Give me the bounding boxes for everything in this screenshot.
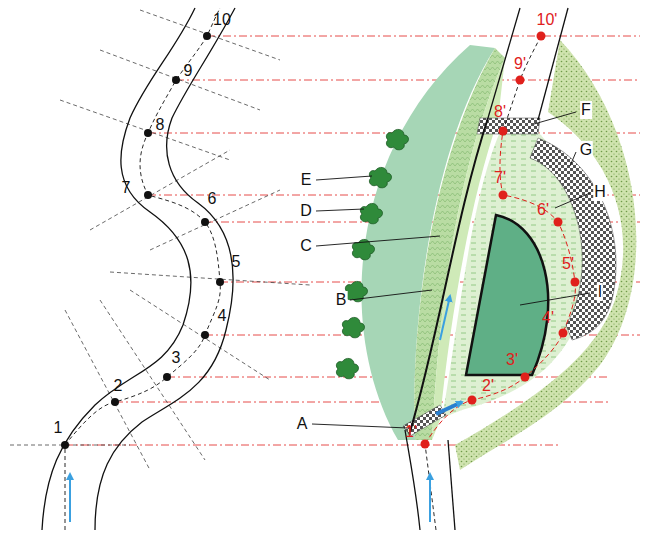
section-number: 4: [217, 307, 228, 325]
restored-point-number: 7': [493, 169, 507, 187]
section-number: 3: [171, 349, 182, 367]
section-number: 7: [121, 179, 132, 197]
callout-letter: A: [296, 415, 309, 433]
diversion-arrow: [436, 402, 462, 414]
trees: [336, 129, 408, 378]
flow-arrow: [69, 474, 71, 522]
section-number: 9: [183, 62, 194, 80]
leader-lines: [312, 112, 590, 428]
callout-letter: E: [300, 171, 313, 189]
restored-point-number: 9': [513, 55, 527, 73]
restored-point-number: 8': [493, 103, 507, 121]
cross-sections: [10, 10, 310, 470]
region-g: [530, 138, 616, 340]
callout-letter: F: [580, 101, 592, 119]
section-number: 2: [113, 377, 124, 395]
restored-point-number: 1': [404, 423, 418, 441]
flow-arrow: [429, 474, 431, 522]
callout-letter: D: [299, 202, 313, 220]
callout-letter: B: [335, 291, 348, 309]
restored-point-number: 10': [536, 11, 559, 29]
right-channel: [405, 8, 568, 530]
left-channel: [42, 8, 235, 530]
restored-point-number: 5': [561, 255, 575, 273]
callout-letter: G: [579, 141, 593, 159]
flow-arrow: [440, 296, 450, 340]
left-points: [61, 32, 224, 449]
restored-point-number: 3': [505, 351, 519, 369]
restored-point-number: 6': [536, 201, 550, 219]
callout-letter: H: [593, 183, 607, 201]
section-number: 6: [207, 190, 218, 208]
restored-point-number: 4': [541, 309, 555, 327]
right-points: [421, 32, 580, 449]
section-number: 5: [231, 253, 242, 271]
section-number: 1: [53, 419, 64, 437]
restored-point-number: 2': [481, 377, 495, 395]
old-thalweg: [425, 131, 575, 444]
callout-letter: I: [597, 283, 603, 301]
section-number: 10: [212, 11, 232, 29]
section-number: 8: [155, 116, 166, 134]
island-i: [466, 215, 548, 375]
callout-letter: C: [299, 237, 313, 255]
